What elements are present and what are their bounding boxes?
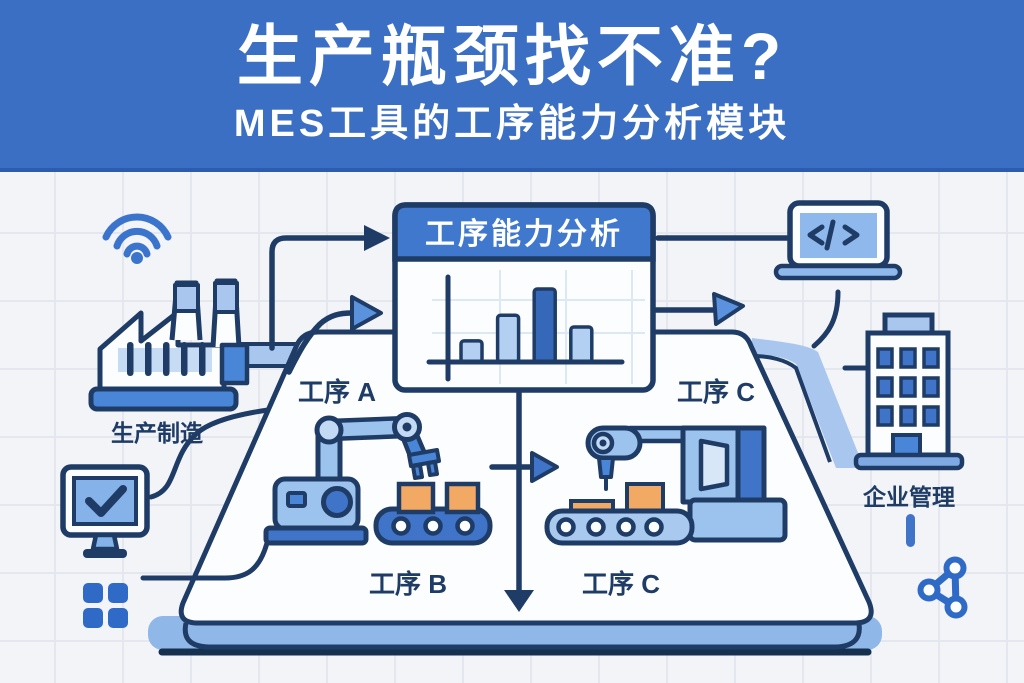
- page-title: 生产瓶颈找不准?: [236, 19, 788, 93]
- conveyor-icon: [544, 482, 695, 546]
- platform: [148, 329, 882, 656]
- share-network-icon: [917, 556, 968, 619]
- gripper: [407, 448, 441, 480]
- monitor-check-icon: [60, 464, 150, 558]
- arrow-down-icon: [504, 590, 534, 612]
- dash-marker: [906, 514, 915, 547]
- arrow-right-icon: [350, 295, 383, 331]
- checkmark-icon: [85, 485, 127, 517]
- page-subtitle: MES工具的工序能力分析模块: [233, 103, 791, 145]
- cargo-box: [396, 481, 436, 515]
- code-icon: [807, 219, 860, 251]
- drill-head: [597, 456, 615, 479]
- building-icon: [853, 312, 965, 471]
- building-windows: [876, 347, 940, 427]
- flow-right-arrow: [489, 451, 559, 483]
- enterprise-label: 企业管理: [863, 484, 955, 510]
- diagram-canvas: 工序能力分析 生产制造 工序 A 工序 C 工序 B 工序 C 企业管理: [0, 172, 1024, 683]
- arrow-panel-to-building: [653, 292, 745, 326]
- arrow-right-icon: [364, 225, 390, 251]
- diagram-artwork: [60, 200, 968, 656]
- analysis-panel: [392, 202, 656, 393]
- process-c-top-label: 工序 C: [676, 377, 756, 407]
- chart-bar: [569, 325, 594, 364]
- chart-bar: [495, 313, 521, 364]
- arrow-right-icon: [530, 451, 559, 483]
- chart-axes: [426, 274, 625, 382]
- curve-laptop-to-ribbon: [811, 289, 841, 349]
- process-a-label: 工序 A: [297, 377, 377, 407]
- laptop-code-icon: [773, 200, 903, 281]
- flow-down-arrow: [504, 389, 534, 612]
- process-b-label: 工序 B: [368, 569, 448, 599]
- cargo-box: [444, 481, 481, 515]
- arrow-right-icon: [712, 292, 745, 326]
- chart-bar: [532, 287, 557, 364]
- robot-arm-icon: [263, 412, 441, 546]
- header-banner: 生产瓶颈找不准? MES工具的工序能力分析模块: [0, 0, 1024, 172]
- platform-top-face: [178, 329, 874, 626]
- factory-icon: [88, 278, 250, 412]
- chart-bar: [459, 339, 484, 364]
- wifi-icon: [102, 213, 172, 264]
- arrow-factory-to-panel: [269, 225, 390, 351]
- arrow-processA-to-panel: [286, 295, 383, 375]
- factory-label: 生产制造: [111, 420, 203, 446]
- conveyor-icon: [373, 481, 493, 546]
- building-door: [891, 433, 922, 457]
- app-grid-icon: [83, 583, 128, 628]
- curve-platform-to-grid: [140, 540, 270, 581]
- panel-title: 工序能力分析: [425, 218, 623, 251]
- cnc-machine-icon: [585, 425, 788, 543]
- process-c-bottom-label: 工序 C: [581, 569, 661, 599]
- curve-monitor-link: [148, 407, 271, 500]
- panel-header-bar: [392, 202, 656, 262]
